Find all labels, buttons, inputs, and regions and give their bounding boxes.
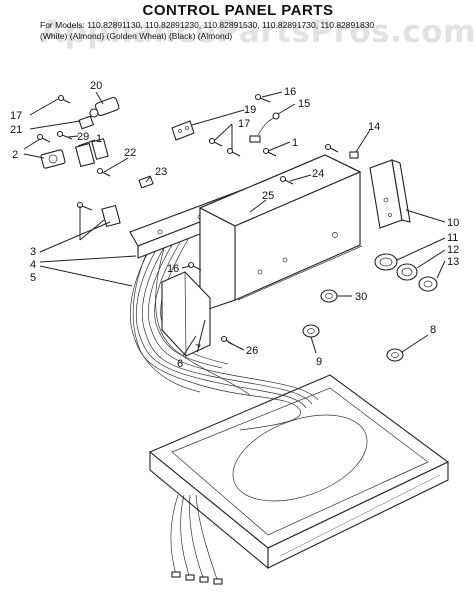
callout-10: 10	[447, 217, 459, 229]
leader-lines	[23, 91, 446, 357]
callout-5: 5	[30, 272, 36, 284]
callout-15: 15	[298, 98, 310, 110]
timer-dial	[374, 253, 398, 271]
dial-skirt	[396, 263, 418, 281]
switch-2	[40, 149, 66, 169]
callout-20: 20	[90, 80, 102, 92]
knob-9	[302, 324, 320, 338]
callout-9: 9	[316, 356, 322, 368]
screw-17-left	[57, 94, 71, 104]
callout-4: 4	[30, 259, 36, 271]
callout-29: 29	[77, 131, 89, 143]
clip-14	[349, 151, 359, 159]
callout-11: 11	[447, 232, 458, 244]
callout-24: 24	[312, 168, 324, 180]
callout-16-top: 16	[284, 86, 296, 98]
callout-17-left: 17	[10, 110, 22, 122]
callout-14: 14	[368, 121, 380, 133]
callout-8: 8	[430, 324, 436, 336]
screw-16-top	[254, 93, 271, 103]
model-list: For Models: 110.82891130, 110.82891230, …	[40, 20, 450, 42]
callout-13: 13	[447, 256, 459, 268]
diagram-title: CONTROL PANEL PARTS	[142, 2, 334, 19]
callout-21: 21	[10, 124, 22, 136]
screw-16-mid	[187, 261, 202, 271]
knob-30	[320, 289, 338, 303]
callouts: 20 17 21 29 1 2 22 23 16 15 19 17 1 14 2…	[10, 80, 459, 370]
callout-12: 12	[447, 244, 459, 256]
right-end-cap	[369, 159, 411, 229]
console-housing	[198, 154, 363, 313]
watermark-text: AppliancePartsPros.com	[40, 14, 476, 50]
model-numbers: For Models: 110.82891130, 110.82891230, …	[40, 20, 375, 30]
screws-1-right	[262, 143, 339, 157]
callout-16-mid: 16	[167, 263, 179, 275]
screw-1-left	[36, 133, 51, 143]
lamp-15	[249, 112, 280, 143]
callout-26: 26	[246, 345, 258, 357]
callout-3: 3	[30, 246, 36, 258]
knob-8	[386, 348, 404, 362]
callout-22: 22	[124, 147, 136, 159]
switch-block	[74, 138, 109, 168]
screw-22	[96, 167, 111, 177]
callout-23: 23	[155, 166, 167, 178]
callout-6: 6	[177, 358, 183, 370]
switch-3	[76, 201, 121, 228]
cabinet-top	[148, 374, 450, 570]
clip-21	[78, 115, 95, 130]
screw-24	[279, 175, 294, 185]
callout-7: 7	[195, 343, 201, 355]
callout-19: 19	[244, 104, 256, 116]
harness-leads	[170, 494, 223, 585]
callout-30: 30	[355, 291, 367, 303]
left-end-cap	[161, 271, 211, 357]
timer-knob	[418, 276, 438, 292]
screw-29	[56, 130, 73, 140]
bracket-19	[171, 120, 195, 141]
callout-25: 25	[262, 190, 274, 202]
callout-1-left: 1	[96, 133, 102, 145]
callout-17-center: 17	[238, 118, 250, 130]
callout-2: 2	[12, 149, 18, 161]
screws-17-center	[208, 137, 241, 157]
motor-20	[89, 96, 120, 118]
model-colors: (White) (Almond) (Golden Wheat) (Black) …	[40, 31, 233, 41]
callout-1-right: 1	[292, 137, 298, 149]
